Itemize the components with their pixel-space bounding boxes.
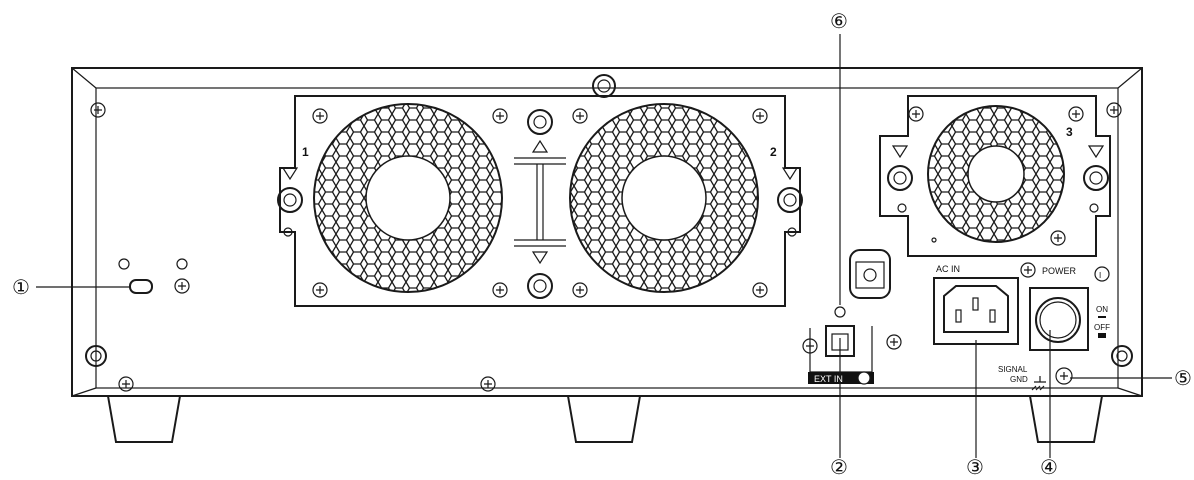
ac-inlet <box>933 277 1019 345</box>
gnd-label: GND <box>1010 375 1028 384</box>
fan-3-label: 3 <box>1066 125 1073 139</box>
power-symbol-label: I <box>1099 271 1101 280</box>
chassis <box>71 67 1143 397</box>
signal-gnd-terminal <box>1055 367 1073 385</box>
arrow-up-icon <box>531 139 549 153</box>
fan-plate-3 <box>879 95 1111 257</box>
callout-2: ② <box>830 457 848 479</box>
arrow-down-icon <box>1087 145 1105 159</box>
foot-right <box>1029 395 1103 443</box>
on-label: ON <box>1096 305 1108 314</box>
feet <box>107 395 1103 443</box>
cable-clamp <box>849 249 891 299</box>
signal-label: SIGNAL <box>998 365 1028 374</box>
power-switch-frame <box>1029 287 1089 351</box>
callout-6: ⑥ <box>830 11 848 33</box>
callout-lines <box>36 34 1172 458</box>
arrow-down-icon <box>281 167 299 181</box>
callout-3: ③ <box>966 457 984 479</box>
fan-plate-main <box>277 95 803 307</box>
foot-left <box>107 395 181 443</box>
corner-screws <box>85 102 1133 392</box>
ac-inlet-socket <box>943 285 1009 333</box>
ext-in-area <box>802 249 902 385</box>
callout-1: ① <box>12 277 30 299</box>
arrow-down-icon <box>781 167 799 181</box>
security-slot-area <box>118 258 190 294</box>
power-symbol-icon <box>1094 266 1110 282</box>
power-switch <box>1035 297 1081 343</box>
foot-middle <box>567 395 641 443</box>
security-slot <box>129 279 153 294</box>
plate-handle <box>514 157 566 247</box>
fan-2 <box>569 103 759 293</box>
ext-in-label: EXT IN <box>814 374 843 384</box>
fan-1 <box>313 103 503 293</box>
ext-in-label-bar <box>808 372 874 384</box>
arrow-down-icon <box>891 145 909 159</box>
ground-icon <box>1031 376 1046 391</box>
ac-inlet-frame <box>933 277 1019 345</box>
callout-5: ⑤ <box>1174 368 1192 390</box>
chassis-inner <box>95 87 1119 389</box>
ac-in-label: AC IN <box>936 264 960 274</box>
callout-4: ④ <box>1040 457 1058 479</box>
fan-2-label: 2 <box>770 145 777 159</box>
top-screw <box>592 74 616 98</box>
chassis-outer <box>71 67 1143 397</box>
power-label: POWER <box>1042 266 1077 276</box>
off-label: OFF <box>1094 323 1110 332</box>
power-switch-area <box>1020 262 1110 391</box>
fan-1-label: 1 <box>302 145 309 159</box>
arrow-down-icon <box>531 251 549 265</box>
